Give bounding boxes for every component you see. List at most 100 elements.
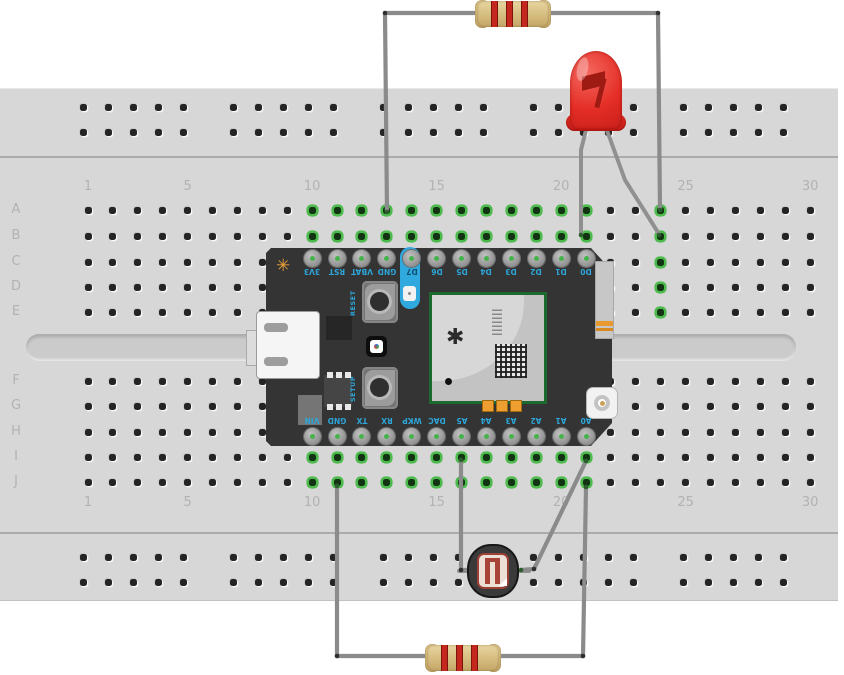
photon-pin-D4[interactable] — [477, 250, 495, 267]
breadboard-hole-F2[interactable] — [109, 377, 117, 385]
breadboard-hole-G29[interactable] — [781, 402, 789, 410]
breadboard-rail-hole[interactable] — [79, 103, 87, 111]
breadboard-hole-E23[interactable] — [632, 308, 640, 316]
breadboard-hole-B13[interactable] — [383, 232, 391, 240]
breadboard-hole-A8[interactable] — [258, 206, 266, 214]
breadboard-rail-hole[interactable] — [729, 553, 737, 561]
breadboard-rail-hole[interactable] — [704, 128, 712, 136]
breadboard-hole-D23[interactable] — [632, 283, 640, 291]
breadboard-hole-J16[interactable] — [458, 478, 465, 486]
breadboard-hole-E29[interactable] — [781, 308, 789, 316]
breadboard-hole-H1[interactable] — [84, 428, 92, 436]
breadboard-hole-J9[interactable] — [283, 478, 291, 486]
breadboard-hole-F8[interactable] — [258, 377, 266, 385]
photon-pin-A1[interactable] — [552, 428, 570, 445]
breadboard-hole-A15[interactable] — [433, 206, 441, 214]
breadboard-rail-hole[interactable] — [529, 103, 537, 111]
photon-pin-3V3[interactable] — [303, 250, 321, 267]
breadboard-rail-hole[interactable] — [779, 128, 787, 136]
breadboard-rail-hole[interactable] — [229, 578, 237, 586]
breadboard-hole-B1[interactable] — [84, 232, 92, 240]
breadboard-rail-hole[interactable] — [254, 578, 262, 586]
breadboard-hole-B25[interactable] — [682, 232, 690, 240]
breadboard-hole-C2[interactable] — [109, 258, 117, 266]
breadboard-rail-hole[interactable] — [754, 128, 762, 136]
breadboard-hole-A23[interactable] — [632, 206, 640, 214]
breadboard-hole-G2[interactable] — [109, 402, 117, 410]
photon-pin-TX[interactable] — [353, 428, 371, 445]
photon-pin-D2[interactable] — [527, 250, 545, 267]
breadboard-hole-J12[interactable] — [358, 478, 366, 486]
breadboard-hole-I24[interactable] — [657, 453, 665, 461]
breadboard-hole-E27[interactable] — [731, 308, 739, 316]
breadboard-hole-I11[interactable] — [333, 453, 341, 461]
breadboard-hole-D25[interactable] — [682, 283, 690, 291]
breadboard-hole-I3[interactable] — [134, 453, 142, 461]
breadboard-hole-C6[interactable] — [209, 258, 216, 266]
breadboard-hole-J2[interactable] — [109, 478, 117, 486]
breadboard-hole-J19[interactable] — [532, 478, 540, 486]
breadboard-rail-hole[interactable] — [279, 128, 287, 136]
photon-pin-A0[interactable] — [577, 428, 595, 445]
breadboard-hole-B16[interactable] — [458, 232, 465, 240]
breadboard-rail-hole[interactable] — [154, 128, 162, 136]
breadboard-hole-D24[interactable] — [657, 283, 665, 291]
breadboard-hole-I16[interactable] — [458, 453, 465, 461]
photon-pin-VBAT[interactable] — [353, 250, 371, 267]
breadboard-hole-F24[interactable] — [657, 377, 665, 385]
breadboard-hole-B20[interactable] — [557, 232, 565, 240]
breadboard-hole-A2[interactable] — [109, 206, 117, 214]
breadboard-rail-hole[interactable] — [329, 553, 337, 561]
breadboard-hole-C24[interactable] — [657, 258, 665, 266]
breadboard-hole-D2[interactable] — [109, 283, 117, 291]
photon-pin-D1[interactable] — [552, 250, 570, 267]
breadboard-hole-C4[interactable] — [159, 258, 167, 266]
breadboard-rail-hole[interactable] — [229, 128, 237, 136]
breadboard-rail-hole[interactable] — [579, 553, 587, 561]
breadboard-rail-hole[interactable] — [754, 553, 762, 561]
breadboard-hole-C26[interactable] — [707, 258, 714, 266]
breadboard-rail-hole[interactable] — [104, 578, 112, 586]
breadboard-rail-hole[interactable] — [679, 128, 687, 136]
breadboard-rail-hole[interactable] — [754, 578, 762, 586]
photon-pin-A4[interactable] — [477, 428, 495, 445]
breadboard-hole-F29[interactable] — [781, 377, 789, 385]
breadboard-rail-hole[interactable] — [79, 553, 87, 561]
breadboard-rail-hole[interactable] — [454, 128, 462, 136]
breadboard-hole-F5[interactable] — [184, 377, 192, 385]
breadboard-hole-H4[interactable] — [159, 428, 167, 436]
breadboard-hole-B5[interactable] — [184, 232, 192, 240]
breadboard-hole-G30[interactable] — [806, 402, 814, 410]
breadboard-hole-I12[interactable] — [358, 453, 366, 461]
breadboard-hole-J18[interactable] — [507, 478, 515, 486]
breadboard-hole-J28[interactable] — [756, 478, 764, 486]
breadboard-hole-B29[interactable] — [781, 232, 789, 240]
breadboard-hole-A4[interactable] — [159, 206, 167, 214]
breadboard-hole-G25[interactable] — [682, 402, 690, 410]
breadboard-hole-C5[interactable] — [184, 258, 192, 266]
breadboard-hole-F25[interactable] — [682, 377, 690, 385]
breadboard-hole-H27[interactable] — [731, 428, 739, 436]
breadboard-rail-hole[interactable] — [279, 578, 287, 586]
photon-pin-D5[interactable] — [453, 250, 470, 267]
breadboard-hole-F30[interactable] — [806, 377, 814, 385]
breadboard-rail-hole[interactable] — [404, 578, 412, 586]
breadboard-hole-J27[interactable] — [731, 478, 739, 486]
breadboard-hole-I1[interactable] — [84, 453, 92, 461]
breadboard-rail-hole[interactable] — [529, 128, 537, 136]
breadboard-hole-C1[interactable] — [84, 258, 92, 266]
breadboard-hole-G7[interactable] — [233, 402, 241, 410]
breadboard-hole-J1[interactable] — [84, 478, 92, 486]
breadboard-rail-hole[interactable] — [679, 553, 687, 561]
breadboard-rail-hole[interactable] — [304, 103, 312, 111]
resistor-bottom[interactable] — [425, 644, 501, 672]
breadboard-rail-hole[interactable] — [304, 578, 312, 586]
breadboard-hole-I14[interactable] — [408, 453, 416, 461]
breadboard-rail-hole[interactable] — [179, 128, 187, 136]
breadboard-hole-H30[interactable] — [806, 428, 814, 436]
breadboard-hole-F26[interactable] — [707, 377, 714, 385]
breadboard-rail-hole[interactable] — [279, 103, 287, 111]
breadboard-rail-hole[interactable] — [379, 578, 387, 586]
breadboard-hole-C7[interactable] — [233, 258, 241, 266]
breadboard-hole-D27[interactable] — [731, 283, 739, 291]
